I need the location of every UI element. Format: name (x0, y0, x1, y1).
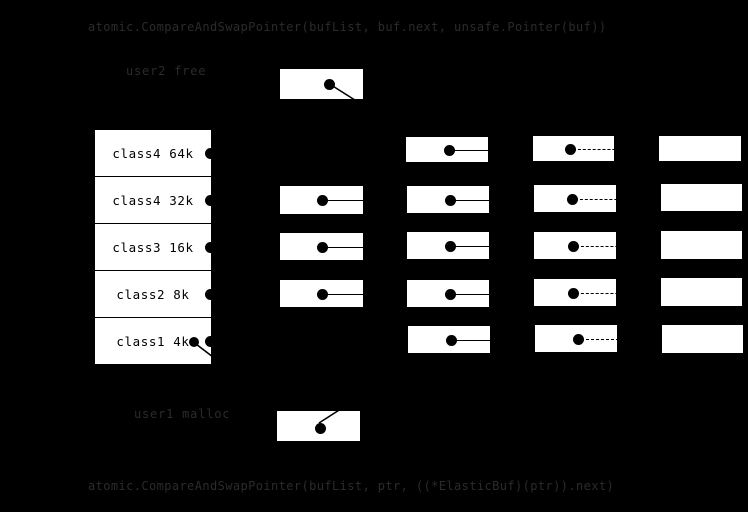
size-class-row-class4-64k[interactable]: class4 64k (95, 130, 216, 177)
pointer-line-solid (453, 200, 489, 201)
node-dot (567, 194, 578, 205)
pointer-line-solid (453, 294, 489, 295)
node-dot (317, 289, 328, 300)
node-dot (445, 195, 456, 206)
size-class-label: class3 16k (112, 239, 194, 255)
pointer-line-solid (453, 246, 489, 247)
chain-node-r2c5[interactable] (660, 183, 743, 212)
pointer-line-solid (325, 247, 363, 248)
node-dot (565, 144, 576, 155)
size-class-label: class4 64k (112, 145, 194, 161)
node-dot (446, 335, 457, 346)
pointer-line-solid (325, 294, 363, 295)
chain-node-r1c4[interactable] (532, 135, 615, 162)
code-line-top: atomic.CompareAndSwapPointer(bufList, bu… (88, 20, 607, 34)
node-dot (568, 288, 579, 299)
pointer-line-dashdot (576, 293, 616, 294)
pointer-line-dashdot (575, 199, 616, 200)
size-class-label: class1 4k (116, 334, 190, 349)
node-dot (317, 195, 328, 206)
pointer-line-dashdot (576, 246, 616, 247)
pointer-line-solid (452, 150, 488, 151)
bucket-head-dot (205, 194, 216, 206)
chain-node-r4c5[interactable] (660, 277, 743, 307)
pointer-line-dashdot (581, 339, 617, 340)
chain-node-r5c3[interactable] (407, 325, 491, 354)
bucket-head-dot (205, 241, 216, 253)
size-class-label: class4 32k (112, 192, 194, 208)
node-dot (445, 241, 456, 252)
chain-node-r5c5[interactable] (661, 324, 744, 354)
malloc-node-box[interactable] (276, 410, 361, 442)
label-user1-malloc: user1 malloc (134, 407, 231, 421)
node-dot (317, 242, 328, 253)
chain-node-r3c3[interactable] (406, 231, 490, 260)
chain-node-r2c4[interactable] (533, 184, 617, 213)
chain-node-r2c2[interactable] (279, 185, 364, 215)
node-dot (573, 334, 584, 345)
pointer-line-solid (325, 200, 363, 201)
chain-node-r1c3[interactable] (405, 136, 489, 163)
size-class-label: class2 8k (116, 286, 190, 302)
size-class-row-class2-8k[interactable]: class2 8k (95, 271, 216, 318)
size-class-row-class4-32k[interactable]: class4 32k (95, 177, 216, 224)
bucket-head-dot (205, 288, 216, 300)
size-class-row-class3-16k[interactable]: class3 16k (95, 224, 216, 271)
chain-node-r2c3[interactable] (406, 185, 490, 214)
bucket-head-dot (205, 336, 216, 347)
chain-node-r4c2[interactable] (279, 279, 364, 308)
bucket-head-dot (205, 147, 216, 159)
free-node-box[interactable] (279, 68, 364, 100)
free-node-dot (324, 79, 335, 90)
node-dot (445, 289, 456, 300)
size-class-row-class1-4k[interactable]: class1 4k (95, 318, 216, 365)
malloc-node-dot (315, 423, 326, 434)
label-user2-free: user2 free (126, 64, 207, 78)
chain-node-r4c3[interactable] (406, 279, 490, 308)
chain-node-r4c4[interactable] (533, 278, 617, 307)
code-line-bottom: atomic.CompareAndSwapPointer(bufList, pt… (88, 479, 615, 493)
pointer-line-dashdot (573, 149, 614, 150)
node-dot (568, 241, 579, 252)
chain-node-r1c5[interactable] (658, 135, 742, 162)
malloc-source-dot (189, 336, 199, 347)
chain-node-r5c4[interactable] (534, 324, 618, 353)
chain-node-r3c2[interactable] (279, 232, 364, 261)
size-class-column: class4 64k class4 32k class3 16k class2 … (94, 129, 216, 365)
pointer-line-solid (454, 340, 490, 341)
chain-node-r3c4[interactable] (533, 231, 617, 260)
chain-node-r3c5[interactable] (660, 230, 743, 260)
node-dot (444, 145, 455, 156)
